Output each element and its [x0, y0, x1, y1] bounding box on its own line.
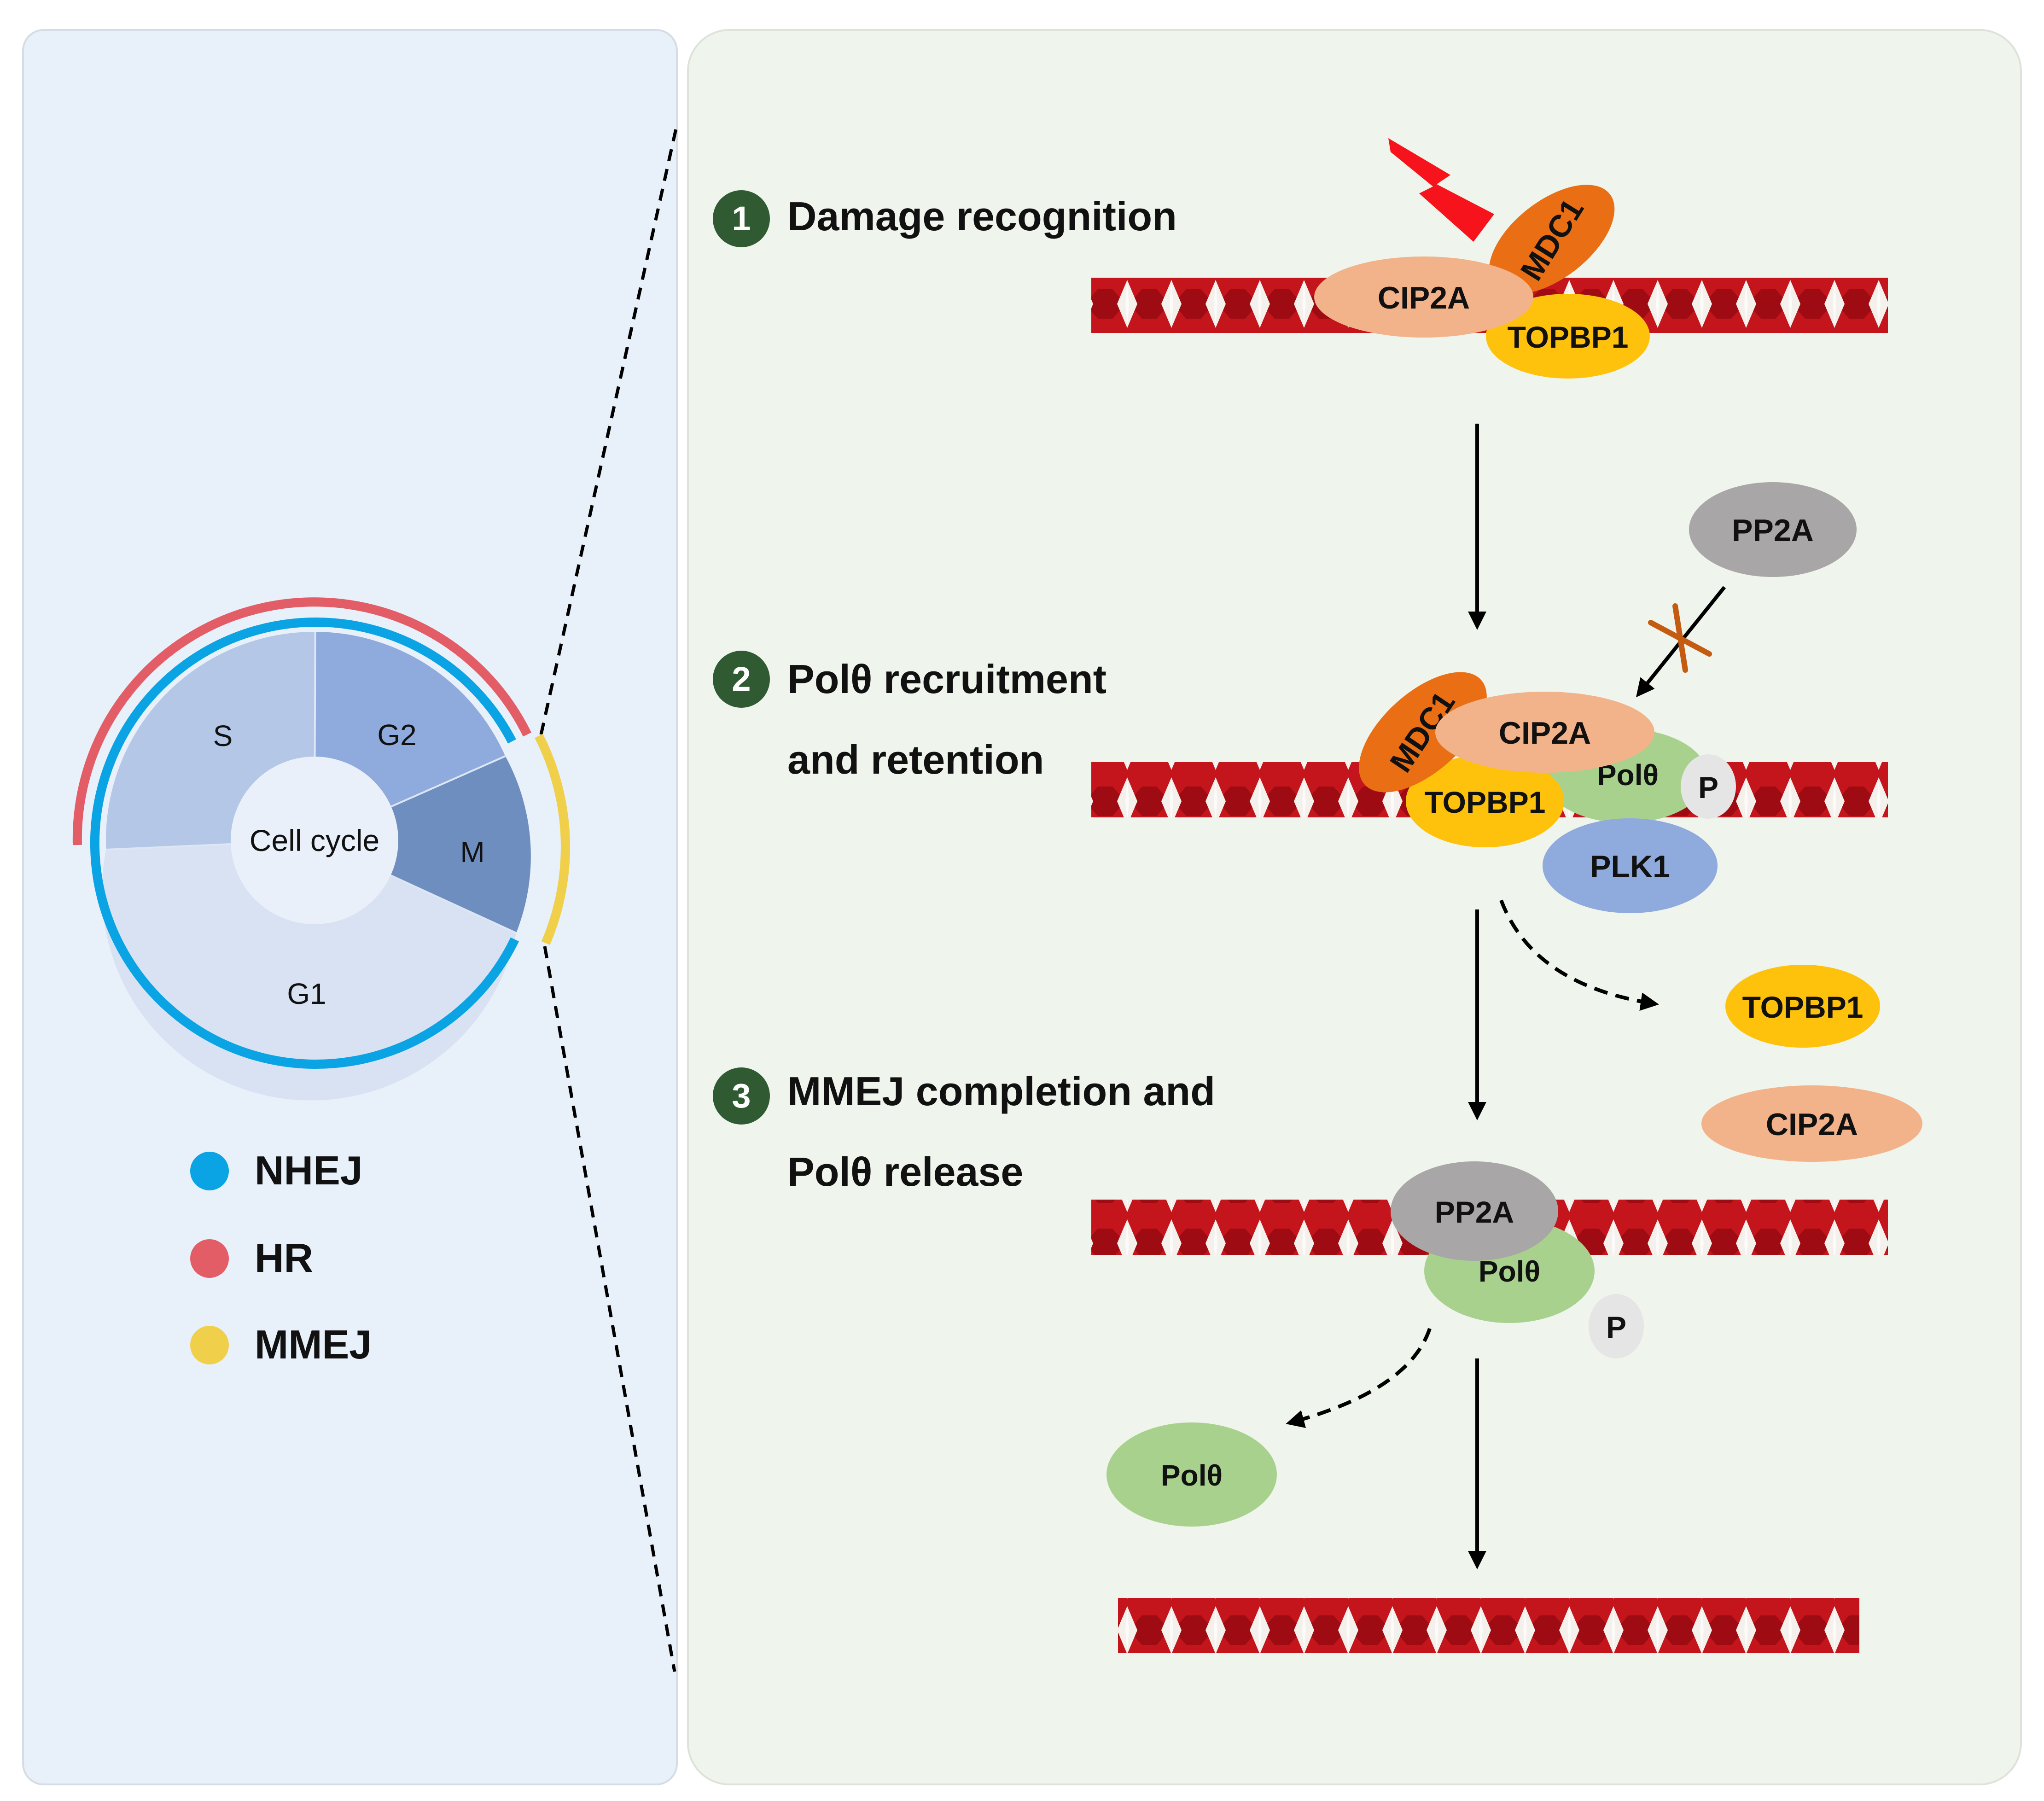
topbp1-protein-1 [1486, 294, 1650, 379]
cip2a-protein-2 [1435, 692, 1654, 773]
topbp1-label-1: TOPBP1 [1508, 320, 1629, 354]
pp2a-protein-bound [1391, 1161, 1558, 1261]
step-1-number: 1 [732, 199, 751, 238]
phospho-label-3: P [1606, 1310, 1626, 1344]
cell-cycle-label: Cell cycle [250, 823, 379, 857]
phase-m-label: M [460, 835, 484, 868]
release-arrow-topbp1-cip2a [1499, 899, 1659, 1011]
topbp1-protein-released [1725, 965, 1880, 1048]
hr-arc [72, 597, 531, 845]
cell-cycle-center [231, 757, 398, 924]
phospho-badge-3 [1589, 1294, 1644, 1358]
plk1-label: PLK1 [1590, 849, 1670, 884]
mmej-arc [535, 734, 570, 945]
phase-g1-label: G1 [287, 977, 326, 1010]
phospho-badge-2 [1681, 754, 1736, 819]
topbp1-label-2: TOPBP1 [1425, 785, 1546, 819]
topbp1-protein-2 [1406, 755, 1564, 847]
step-1-heading: 1 Damage recognition [713, 190, 1177, 247]
right-panel [687, 29, 2022, 1785]
cip2a-label-released: CIP2A [1766, 1107, 1858, 1142]
zoom-line-top [539, 128, 678, 735]
step-1-badge [713, 190, 770, 247]
cell-cycle-wheel: Cell cycle S G2 M G1 [102, 631, 531, 1101]
cip2a-protein-1 [1314, 256, 1533, 338]
step-1-title: Damage recognition [787, 193, 1177, 239]
step-2-badge [713, 651, 770, 708]
phase-m-segment [314, 756, 531, 933]
mdc1-protein-1 [1489, 185, 1615, 294]
phase-s-label: S [213, 719, 233, 752]
pp2a-label-bound: PP2A [1435, 1195, 1514, 1229]
poltheta-protein-released [1106, 1422, 1277, 1527]
cip2a-label-2: CIP2A [1499, 716, 1591, 751]
poltheta-label-3: Polθ [1479, 1255, 1540, 1288]
step-2-title-line-1: Polθ recruitment [787, 656, 1106, 702]
dna-strand-repaired [1118, 1598, 1859, 1653]
nhej-arc-upper [90, 618, 519, 1069]
cip2a-protein-released [1701, 1085, 1922, 1162]
step-3-badge [713, 1067, 770, 1125]
legend-mmej-swatch [190, 1326, 229, 1364]
step-3-title-line-1: MMEJ completion and [787, 1068, 1215, 1114]
pp2a-protein-free [1689, 482, 1857, 577]
legend: NHEJ HR MMEJ [190, 1148, 372, 1367]
legend-hr-swatch [190, 1239, 229, 1278]
phospho-label-2: P [1698, 770, 1718, 804]
release-arrow-poltheta [1286, 1328, 1432, 1428]
cip2a-label-1: CIP2A [1378, 280, 1470, 315]
mdc1-protein-2 [1359, 672, 1487, 793]
legend-mmej-label: MMEJ [255, 1322, 372, 1367]
phase-g2-label: G2 [377, 718, 416, 752]
step-2-heading: 2 Polθ recruitment and retention [713, 651, 1106, 782]
pp2a-label-free: PP2A [1732, 513, 1814, 548]
zoom-line-bottom [543, 946, 676, 1672]
step-3-title-line-2: Polθ release [787, 1149, 1023, 1195]
step-3-heading: 3 MMEJ completion and Polθ release [713, 1067, 1215, 1195]
legend-nhej-swatch [190, 1152, 229, 1190]
poltheta-label-released: Polθ [1161, 1459, 1223, 1492]
step-2-title-line-2: and retention [787, 737, 1044, 782]
step-2-number: 2 [732, 660, 751, 698]
step-3-number: 3 [732, 1077, 751, 1115]
legend-nhej-label: NHEJ [255, 1148, 363, 1193]
plk1-protein [1543, 818, 1718, 913]
legend-hr-label: HR [255, 1235, 313, 1281]
blocked-cross-icon [1648, 603, 1712, 673]
lightning-icon [1388, 138, 1494, 242]
topbp1-label-released: TOPBP1 [1742, 990, 1863, 1024]
